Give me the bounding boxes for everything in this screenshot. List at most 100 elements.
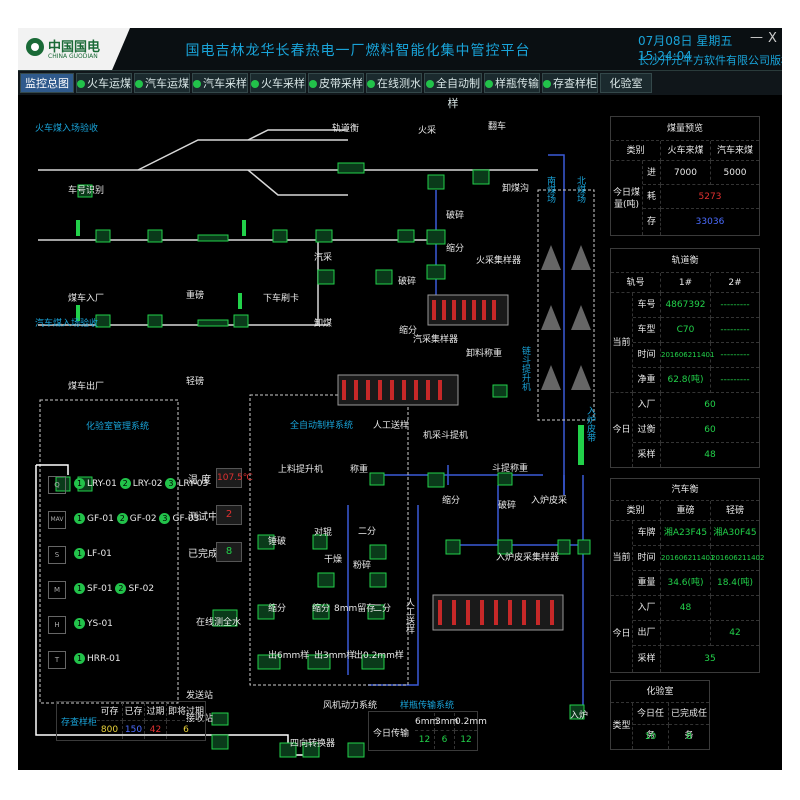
tab-online-water[interactable]: 在线测水 bbox=[366, 73, 422, 93]
truck-scale-title: 汽车衡 bbox=[611, 479, 759, 501]
logo-cn: 中国国电 bbox=[48, 40, 101, 55]
testing-value: 2 bbox=[216, 505, 242, 525]
split-b-label: 缩分 bbox=[312, 604, 331, 614]
truck-col-heavy: 重磅 bbox=[661, 501, 711, 521]
tab-lab[interactable]: 化验室 bbox=[600, 73, 652, 93]
tab-label: 存查样柜 bbox=[553, 77, 597, 90]
tab-label: 全自动制样 bbox=[436, 77, 480, 110]
device-name[interactable]: GF-02 bbox=[129, 514, 157, 524]
track-row-label: 过衡 bbox=[633, 418, 661, 443]
tab-belt-sample[interactable]: 皮带采样 bbox=[308, 73, 364, 93]
cabinet-value: 6 bbox=[183, 725, 189, 735]
furnace-collector-label: 入炉皮采集样器 bbox=[496, 553, 560, 563]
signal-flags bbox=[76, 220, 584, 465]
status-dot-icon bbox=[367, 80, 375, 88]
south-yard-label: 南煤场 bbox=[545, 176, 555, 203]
heavy-weigh-label: 重磅 bbox=[186, 291, 205, 301]
track-val2: --------- bbox=[711, 293, 759, 318]
device-name[interactable]: YS-01 bbox=[87, 619, 113, 629]
done-label: 已完成 bbox=[188, 549, 218, 560]
device-index-1: 1 bbox=[74, 513, 85, 524]
unload-weigh-label: 卸料称重 bbox=[466, 349, 503, 359]
device-index-1: 1 bbox=[74, 478, 85, 489]
logo: 中国国电 CHINA GUODIAN bbox=[18, 28, 130, 70]
car-id-label: 车号识别 bbox=[68, 186, 105, 196]
temp-value: 107.5℃ bbox=[216, 468, 253, 488]
device-name[interactable]: LRY-02 bbox=[132, 479, 163, 489]
two-split2-label: 二分 bbox=[373, 604, 392, 614]
device-index-3: 3 bbox=[159, 513, 171, 524]
temp-label: 温 度 bbox=[188, 475, 212, 486]
track-col2: 2# bbox=[711, 273, 759, 293]
device-index-1: 1 bbox=[74, 618, 85, 629]
transport-value: 12 bbox=[415, 731, 435, 749]
tab-sample-cabinet[interactable]: 存查样柜 bbox=[542, 73, 598, 93]
split-a-label: 缩分 bbox=[268, 604, 287, 614]
device-name[interactable]: GF-03 bbox=[172, 514, 200, 524]
tab-monitor[interactable]: 监控总图 bbox=[20, 73, 74, 93]
track-scale-panel: 轨道衡 轨号 1# 2# 当前 今日 车号 4867392 --------- … bbox=[610, 248, 760, 468]
truck-out-label: 煤车出厂 bbox=[68, 382, 105, 392]
track-row-label: 车号 bbox=[633, 293, 661, 318]
coal-yard-piles bbox=[541, 245, 591, 390]
device-name[interactable]: HRR-01 bbox=[87, 654, 121, 664]
collector-bottles bbox=[342, 300, 554, 625]
tab-label: 监控总图 bbox=[25, 77, 69, 90]
truck-row-label: 采样 bbox=[633, 646, 661, 672]
dry-cut-label: 对辊 bbox=[314, 528, 333, 538]
header: 中国国电 CHINA GUODIAN 国电吉林龙华长春热电一厂燃料智能化集中管控… bbox=[18, 28, 782, 71]
truck-col-type: 类别 bbox=[611, 501, 661, 521]
transport-header: 0.2mm bbox=[455, 713, 487, 731]
furnace-belt-label: 入炉皮采 bbox=[531, 496, 568, 506]
device-name[interactable]: SF-02 bbox=[128, 584, 155, 594]
tab-train-coal[interactable]: 火车运煤 bbox=[76, 73, 132, 93]
device-name[interactable]: LF-01 bbox=[87, 549, 112, 559]
tab-bottle-transport[interactable]: 样瓶传输 bbox=[484, 73, 540, 93]
tab-label: 皮带采样 bbox=[319, 77, 363, 90]
track-val1: 62.8(吨) bbox=[661, 368, 711, 393]
store-cabinet-panel[interactable]: 存查样柜 可存 已存 过期 即将过期 800 150 42 6 bbox=[56, 701, 206, 741]
truck-val1: 48 bbox=[661, 596, 711, 621]
dry-label: 干燥 bbox=[324, 555, 343, 565]
tab-label: 样瓶传输 bbox=[495, 77, 539, 90]
transport-value: 12 bbox=[460, 735, 472, 745]
track-val1: 4867392 bbox=[661, 293, 711, 318]
car-dumper-label: 翻车 bbox=[488, 122, 507, 132]
tab-label: 在线测水 bbox=[377, 77, 421, 90]
lab-panel: 化验室 类型 今日任务 已完成任务 10 8 bbox=[610, 680, 710, 750]
tab-label: 汽车运煤 bbox=[145, 77, 189, 90]
coal-row-label: 进 bbox=[643, 161, 661, 185]
lab-col-done: 已完成任务 bbox=[669, 703, 709, 741]
device-index-1: 1 bbox=[74, 583, 85, 594]
tab-label: 火车运煤 bbox=[87, 77, 131, 90]
truck-val1: 湘A23F45 bbox=[661, 521, 711, 546]
tab-truck-sample[interactable]: 汽车采样 bbox=[192, 73, 248, 93]
hammer-label: 锤破 bbox=[268, 537, 287, 547]
status-dot-icon bbox=[193, 80, 201, 88]
chain-conveyor-label: 链斗提升机 bbox=[520, 346, 530, 391]
app-frame: 中国国电 CHINA GUODIAN 国电吉林龙华长春热电一厂燃料智能化集中管控… bbox=[18, 28, 782, 770]
cabinet-value: 150 bbox=[123, 721, 145, 739]
tab-train-sample[interactable]: 火车采样 bbox=[250, 73, 306, 93]
truck-row-label: 时间 bbox=[633, 546, 661, 571]
device-index-2: 2 bbox=[115, 583, 127, 594]
north-yard-label: 北煤场 bbox=[575, 176, 585, 203]
two-split-label: 二分 bbox=[358, 527, 377, 537]
testing-label: 测试中 bbox=[188, 512, 218, 523]
device-name[interactable]: LRY-01 bbox=[87, 479, 117, 489]
track-row-label: 采样 bbox=[633, 443, 661, 467]
nav-bar: 监控总图 火车运煤 汽车运煤 汽车采样 火车采样 皮带采样 在线测水 全自动制样… bbox=[18, 71, 782, 110]
sender-label: 发送站 bbox=[186, 691, 214, 701]
device-badge-icon: H bbox=[48, 616, 66, 634]
minimize-button[interactable]: — bbox=[750, 30, 763, 45]
lab-col-type: 类型 bbox=[611, 703, 633, 749]
tab-truck-coal[interactable]: 汽车运煤 bbox=[134, 73, 190, 93]
truck-val1: 34.6(吨) bbox=[661, 571, 711, 596]
device-name[interactable]: GF-01 bbox=[87, 514, 114, 524]
device-name[interactable]: LRY-03 bbox=[178, 479, 209, 489]
tab-auto-prep[interactable]: 全自动制样 bbox=[424, 73, 482, 110]
dashed-boxes bbox=[39, 189, 595, 704]
lab-system-title: 化验室管理系统 bbox=[86, 422, 150, 432]
close-button[interactable]: X bbox=[768, 31, 777, 46]
device-name[interactable]: SF-01 bbox=[87, 584, 113, 594]
